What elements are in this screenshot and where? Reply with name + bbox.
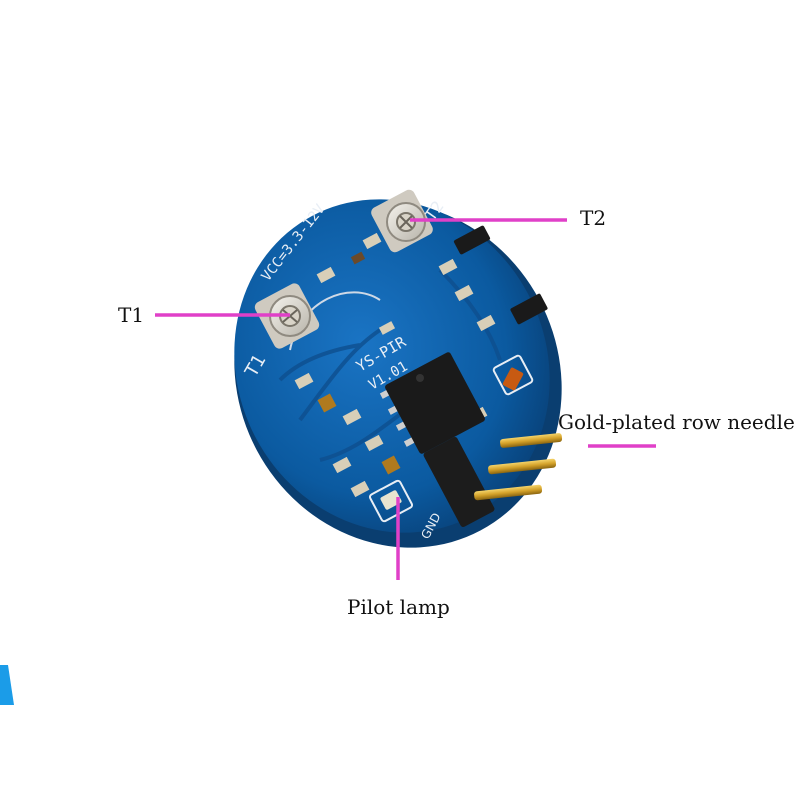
callout-label-t2: T2 xyxy=(580,206,607,230)
callout-lines xyxy=(155,218,656,580)
pin-header xyxy=(423,433,563,527)
smd-components xyxy=(294,225,548,498)
callout-label-pilot-lamp: Pilot lamp xyxy=(347,595,450,619)
callout-label-t1: T1 xyxy=(118,303,145,327)
pcb-board xyxy=(234,199,550,533)
potentiometer-t2 xyxy=(371,189,433,253)
ic-chip xyxy=(379,352,485,454)
callout-label-pin-header: Gold-plated row needle xyxy=(558,410,795,434)
edge-sliver xyxy=(0,665,14,705)
